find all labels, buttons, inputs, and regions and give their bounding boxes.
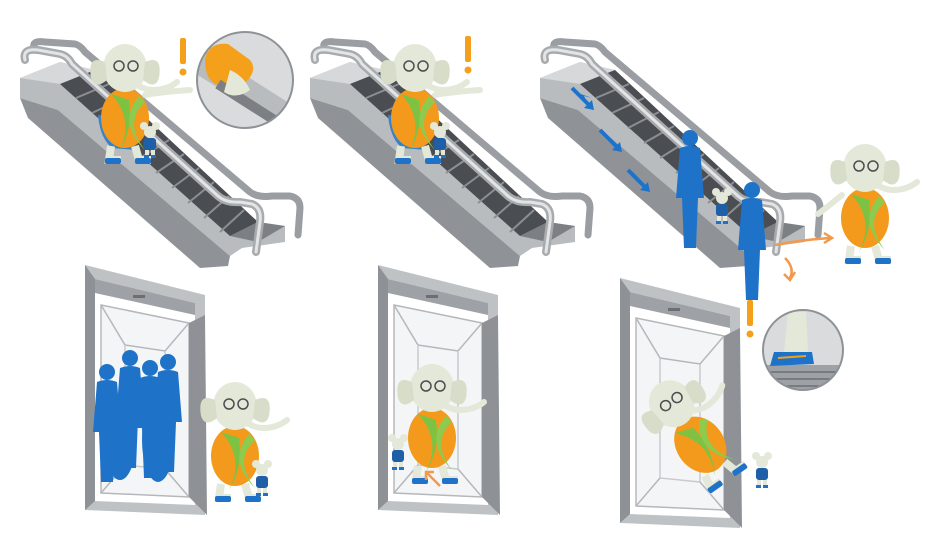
- panel-escalator-stepping-off: [540, 42, 917, 300]
- panel-elevator-overcrowded: [84, 264, 287, 516]
- motion-arrow-icon: [570, 86, 650, 192]
- elephant-mascot: [830, 144, 917, 264]
- panel-escalator-child: [310, 36, 590, 268]
- mouse-child: [752, 452, 772, 488]
- crowd-silhouettes: [93, 350, 182, 482]
- motion-arrow-icon: [774, 231, 835, 282]
- mouse-child: [252, 460, 272, 496]
- magnifier-inset: [196, 31, 294, 129]
- exclamation-icon: [464, 36, 472, 74]
- panel-elevator-stand-back: [377, 264, 501, 516]
- motion-arrow-icon: [424, 470, 441, 487]
- exclamation-icon: [179, 38, 187, 76]
- panel-escalator-handbag: [20, 31, 300, 268]
- panel-elevator-tripping: [619, 277, 844, 529]
- magnifier-inset: [762, 309, 844, 391]
- elephant-mascot: [200, 382, 287, 502]
- exclamation-icon: [746, 300, 754, 338]
